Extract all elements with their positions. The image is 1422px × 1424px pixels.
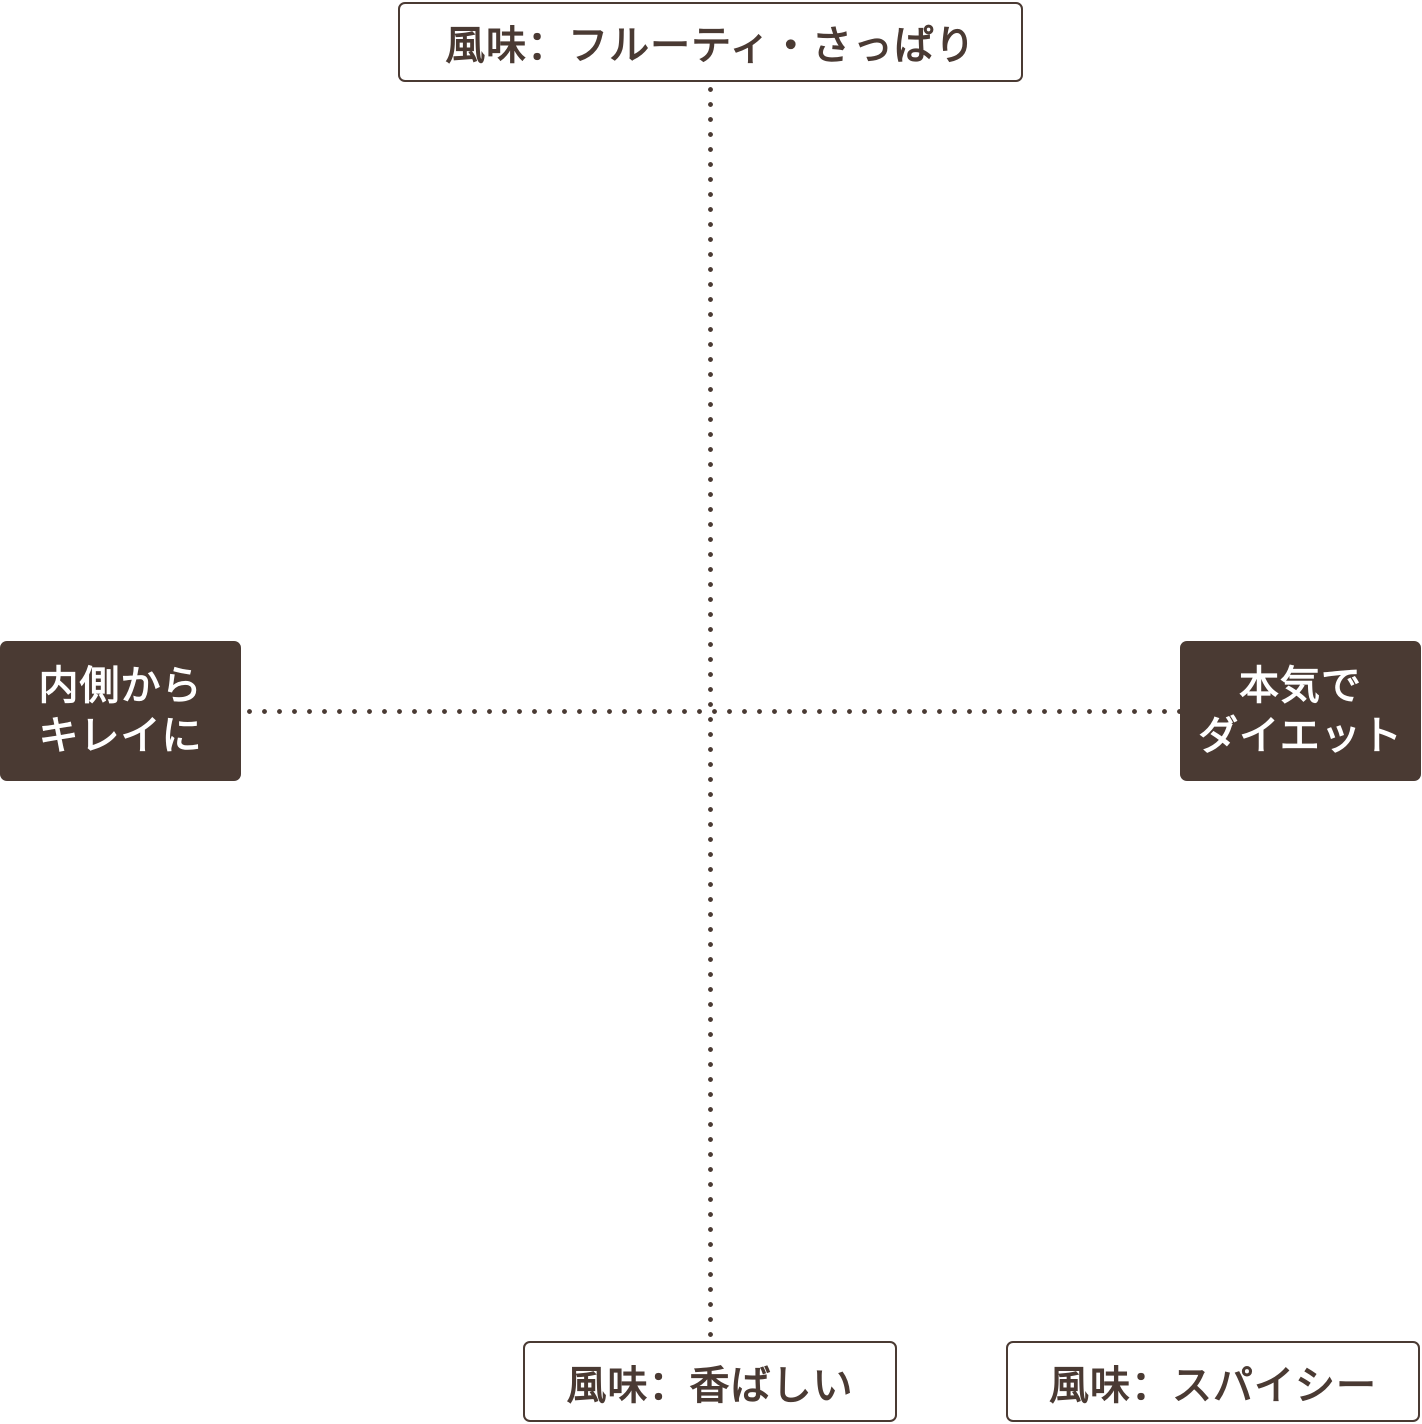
left-axis-label: 内側から キレイに [0,641,241,781]
top-axis-label: 風味：フルーティ・さっぱり [398,2,1023,82]
bottom-axis-label-text: 風味：香ばしい [566,1362,854,1409]
bottom-right-label-text: 風味：スパイシー [1049,1362,1377,1409]
top-axis-label-text: 風味：フルーティ・さっぱり [445,23,976,69]
left-axis-label-line2: キレイに [38,713,203,759]
right-axis-label-line2: ダイエット [1198,713,1403,759]
right-axis-label-line1: 本気で [1239,663,1362,709]
left-axis-label-line1: 内側から [38,663,203,709]
horizontal-axis [242,709,1180,714]
bottom-axis-label: 風味：香ばしい [523,1341,897,1422]
right-axis-label: 本気で ダイエット [1180,641,1421,781]
bottom-right-label: 風味：スパイシー [1006,1341,1420,1422]
